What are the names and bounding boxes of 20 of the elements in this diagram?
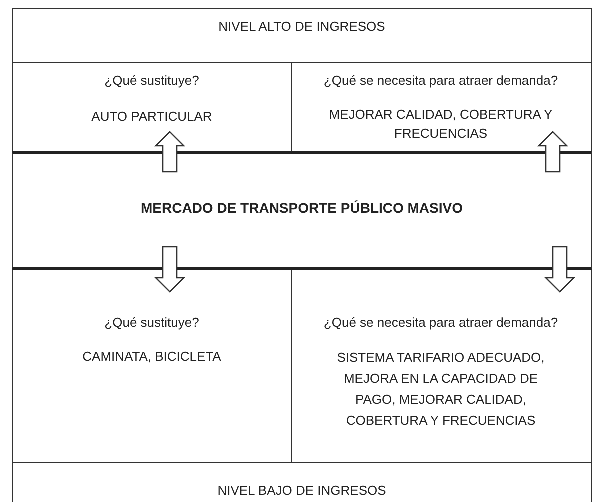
table-cell <box>291 62 592 152</box>
income-level-band <box>12 8 592 63</box>
block-arrow <box>537 131 569 173</box>
market-band <box>12 151 592 270</box>
band-title: NIVEL ALTO DE INGRESOS <box>218 18 386 36</box>
question-text: ¿Qué se necesita para atraer demanda? <box>322 72 560 90</box>
answer-text: AUTO PARTICULAR <box>90 108 214 126</box>
income-level-band <box>12 462 592 502</box>
answer-text: SISTEMA TARIFARIO ADECUADO, MEJORA EN LA CAPACIDAD DE PAGO, MEJORAR CALIDAD, COBERTURA Y FRECUENCIAS <box>336 349 546 430</box>
band-title: MERCADO DE TRANSPORTE PÚBLICO MASIVO <box>140 199 464 218</box>
question-text: ¿Qué se necesita para atraer demanda? <box>322 314 560 332</box>
answer-text: MEJORAR CALIDAD, COBERTURA Y FRECUENCIAS <box>328 106 554 143</box>
band-title: NIVEL BAJO DE INGRESOS <box>216 482 388 500</box>
block-arrow <box>154 246 186 293</box>
table-cell <box>291 268 592 463</box>
block-arrow <box>154 131 186 173</box>
question-text: ¿Qué sustituye? <box>104 314 200 332</box>
block-arrow <box>544 246 576 293</box>
answer-text: CAMINATA, BICICLETA <box>82 348 222 366</box>
question-text: ¿Qué sustituye? <box>104 72 200 90</box>
